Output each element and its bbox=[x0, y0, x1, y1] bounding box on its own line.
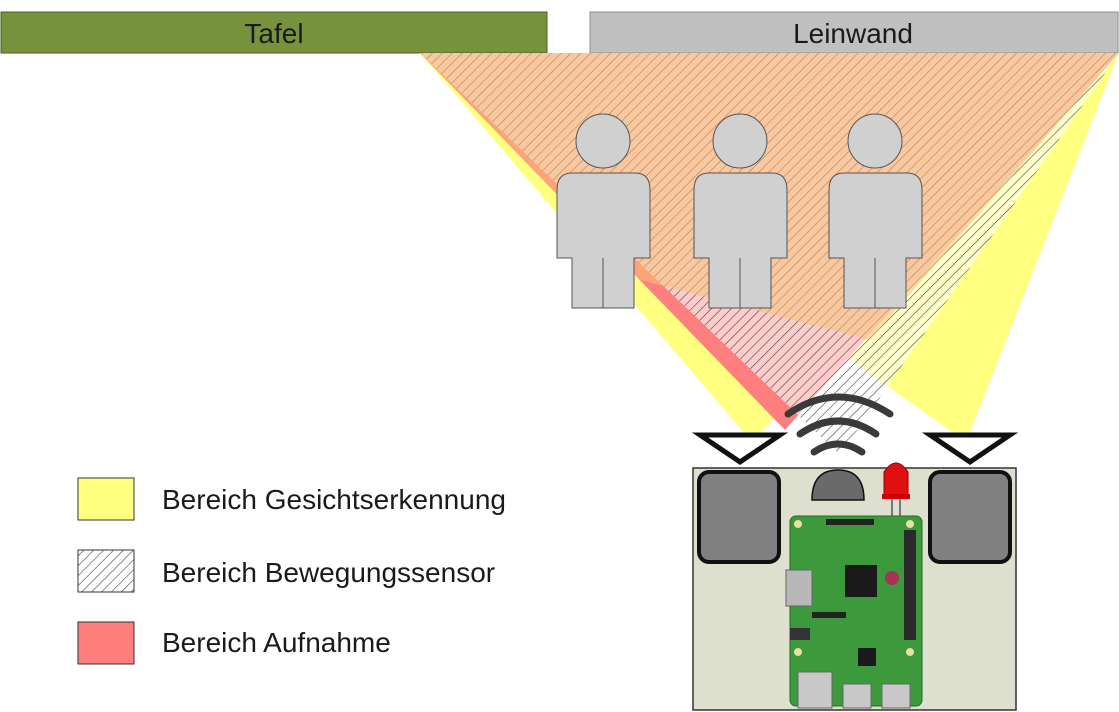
legend-label-face: Bereich Gesichtserkennung bbox=[162, 484, 506, 515]
person-1 bbox=[556, 113, 651, 309]
camera-left bbox=[697, 470, 781, 564]
tafel-label: Tafel bbox=[244, 18, 303, 49]
motion-waves-icon bbox=[784, 393, 894, 456]
legend-label-record: Bereich Aufnahme bbox=[162, 627, 391, 658]
leinwand-label: Leinwand bbox=[793, 18, 913, 49]
camera-right-cone-icon bbox=[921, 432, 1019, 466]
legend-label-motion: Bereich Bewegungssensor bbox=[162, 557, 495, 588]
person-2 bbox=[693, 113, 788, 309]
leinwand-bar: Leinwand bbox=[589, 11, 1119, 54]
tafel-bar: Tafel bbox=[0, 11, 548, 54]
raspberry-pi-board bbox=[785, 515, 923, 709]
legend-item-face: Bereich Gesichtserkennung bbox=[77, 477, 506, 521]
legend: Bereich Gesichtserkennung Bereich Bewegu… bbox=[77, 477, 506, 665]
legend-item-motion: Bereich Bewegungssensor bbox=[77, 549, 495, 593]
camera-left-cone-icon bbox=[691, 432, 789, 466]
pir-sensor-icon bbox=[811, 469, 865, 501]
legend-item-record: Bereich Aufnahme bbox=[77, 621, 391, 665]
device-board bbox=[692, 462, 1017, 711]
person-3 bbox=[828, 113, 923, 309]
camera-right bbox=[928, 470, 1012, 564]
